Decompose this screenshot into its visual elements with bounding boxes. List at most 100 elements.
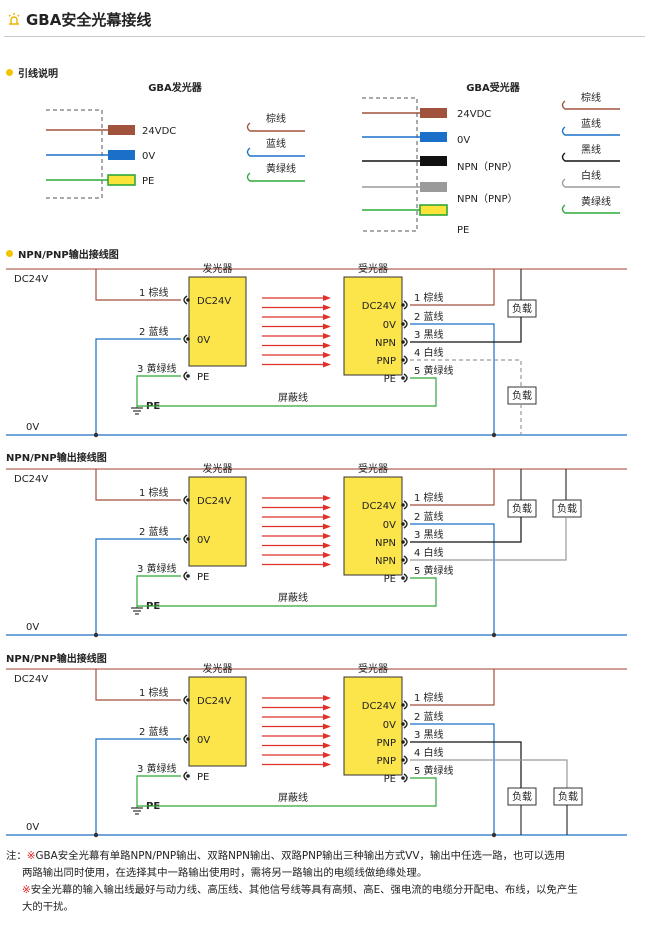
receiver-terminal: DC24V: [362, 301, 396, 312]
receiver-terminal: 0V: [383, 320, 396, 331]
emitter-legend-title: GBA发光器: [148, 81, 203, 94]
lead-legend: GBA发光器24VDC0VPE棕线蓝线黄绿线GBA受光器24VDC0VNPN（P…: [46, 81, 620, 236]
connector-pin: [401, 503, 405, 507]
arrow-head: [323, 704, 331, 711]
emitter-wire-label: 24VDC: [142, 126, 176, 137]
arrow-head: [323, 314, 331, 320]
connector-icon: [403, 519, 408, 529]
emitter-terminal: 0V: [197, 335, 210, 346]
note-2-cont: 大的干扰。: [22, 901, 74, 913]
receiver-white-wire: [410, 359, 522, 387]
emitter-legend-label: 黄绿线: [266, 162, 296, 175]
receiver-brown-wire: [410, 269, 495, 306]
connector-pin: [186, 374, 190, 378]
dc24v-label: DC24V: [14, 674, 48, 685]
emitter-terminal: PE: [197, 572, 209, 583]
receiver-box: [343, 476, 403, 576]
receiver-legend-label: 黄绿线: [581, 195, 611, 208]
emitter-box: [188, 276, 247, 367]
receiver-black-wire: [410, 517, 522, 543]
emitter-wire-label: 2 蓝线: [139, 525, 169, 538]
arrow-head: [323, 542, 331, 549]
wire-plug-icon: [419, 204, 448, 216]
connector-icon: [403, 573, 408, 583]
junction-dot: [93, 832, 99, 838]
receiver-wire-label: 3 黑线: [414, 328, 444, 341]
note-2: ※安全光幕的输入输出线最好与动力线、高压线、其他信号线等具有高频、高E、强电流的…: [22, 884, 578, 896]
receiver-cable-outline: [362, 97, 418, 232]
emitter-title: 发光器: [203, 262, 233, 275]
page-title: GBA安全光幕接线: [26, 11, 152, 29]
connector-pin: [401, 740, 405, 744]
receiver-wire-label: 4 白线: [414, 546, 444, 559]
arrow-head: [323, 533, 331, 539]
receiver-terminal: NPN: [375, 538, 396, 549]
wire-plug-icon: [108, 125, 135, 135]
emitter-pe-wire: [136, 775, 181, 808]
emitter-brown-wire: [95, 669, 181, 701]
arrow-head: [323, 695, 331, 701]
load-label: 负载: [512, 389, 532, 402]
connector-pin: [186, 574, 190, 578]
connector-icon: [183, 734, 188, 744]
receiver-wire-label: 2 蓝线: [414, 310, 444, 323]
header-divider: [4, 36, 645, 37]
load-label: 负载: [558, 790, 578, 803]
load-box: [553, 787, 583, 806]
diagram-3-title: NPN/PNP输出接线图: [6, 654, 107, 665]
arrow-head: [323, 523, 331, 530]
lead-swatch: [561, 100, 620, 110]
emitter-wire-label: 1 棕线: [139, 286, 169, 299]
receiver-white-wire: [410, 517, 567, 561]
shield-wire: [137, 577, 437, 607]
connector-icon: [403, 773, 408, 783]
shield-label: 屏蔽线: [278, 391, 308, 404]
arrow-head: [323, 504, 331, 511]
emitter-pe-wire: [136, 375, 181, 408]
receiver-white-wire: [410, 759, 568, 788]
shield-label: 屏蔽线: [278, 591, 308, 604]
receiver-wire-label: 4 白线: [414, 746, 444, 759]
notes: 注：※GBA安全光幕有单路NPN/PNP输出、双路NPN输出、双路PNP输出三种…: [6, 848, 644, 916]
receiver-blue-wire: [410, 723, 495, 835]
arrow-head: [323, 361, 331, 368]
wire-plug-icon: [108, 150, 135, 160]
connector-icon: [403, 373, 408, 383]
connector-icon: [403, 355, 408, 365]
receiver-title: 受光器: [358, 662, 388, 675]
diagram-2-title: NPN/PNP输出接线图: [6, 453, 107, 464]
connector-pin: [401, 540, 405, 544]
receiver-wire-label: 5 黄绿线: [414, 564, 454, 577]
lead-swatch: [561, 126, 620, 136]
connector-pin: [186, 298, 190, 302]
receiver-wire-label: 1 棕线: [414, 691, 444, 704]
lead-swatch: [561, 178, 620, 188]
connector-icon: [403, 555, 408, 565]
emitter-wire-label: 1 棕线: [139, 486, 169, 499]
emitter-wire-label: 3 黄绿线: [137, 562, 177, 575]
note-1: 注：※GBA安全光幕有单路NPN/PNP输出、双路NPN输出、双路PNP输出三种…: [6, 850, 565, 862]
wire-plug-icon: [420, 156, 447, 166]
page-header: GBA安全光幕接线: [0, 0, 651, 40]
bullet-icon: [6, 69, 13, 76]
connector-icon: [403, 300, 408, 310]
connector-icon: [403, 737, 408, 747]
connector-pin: [401, 358, 405, 362]
connector-icon: [403, 700, 408, 710]
connector-pin: [401, 340, 405, 344]
bullet-icon: [6, 250, 13, 257]
emitter-brown-wire: [95, 469, 181, 501]
arrow-head: [323, 323, 331, 330]
connector-pin: [401, 322, 405, 326]
connector-pin: [186, 737, 190, 741]
receiver-terminal: PE: [384, 774, 396, 785]
emitter-title: 发光器: [203, 462, 233, 475]
connector-icon: [183, 695, 188, 705]
receiver-brown-wire: [410, 669, 495, 706]
junction-dot: [491, 632, 497, 638]
receiver-wire-label: 0V: [457, 135, 470, 146]
connector-pin: [401, 558, 405, 562]
connector-pin: [186, 698, 190, 702]
arrow-head: [323, 733, 331, 739]
